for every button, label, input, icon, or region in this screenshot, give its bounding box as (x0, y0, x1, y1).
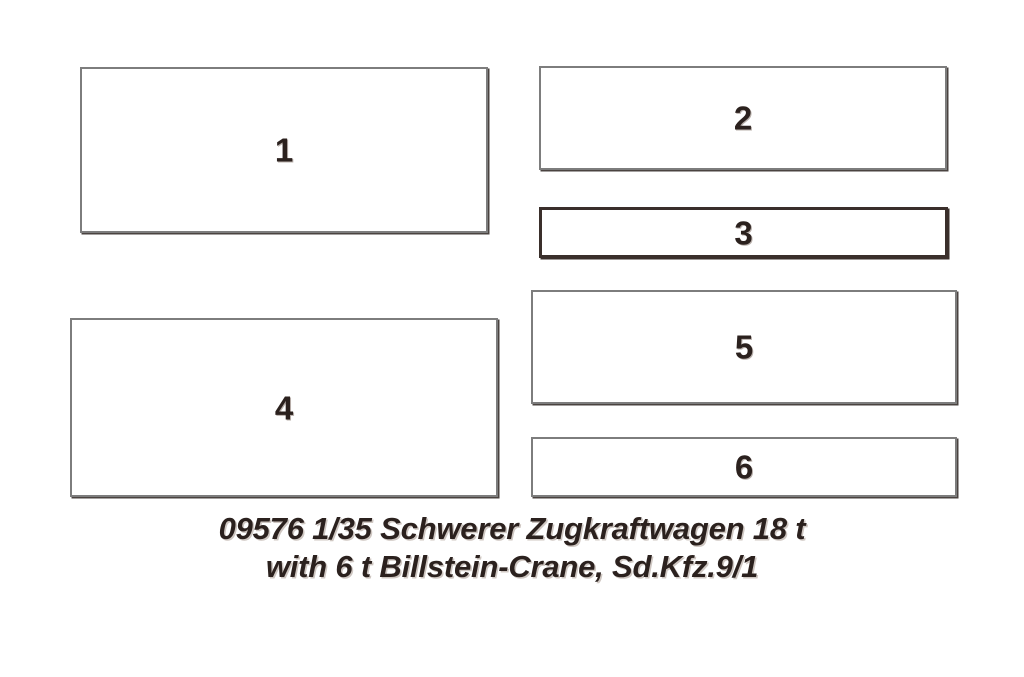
image-panel-4[interactable]: 4 (70, 318, 498, 497)
panel-number-label: 5 (734, 328, 754, 366)
image-panel-3[interactable]: 3 (539, 207, 948, 258)
panel-number-label: 6 (734, 448, 754, 486)
image-panel-5[interactable]: 5 (531, 290, 957, 404)
image-panel-1[interactable]: 1 (80, 67, 488, 233)
panel-number-label: 1 (274, 131, 294, 169)
caption-line-1: 09576 1/35 Schwerer Zugkraftwagen 18 t (218, 511, 806, 546)
panel-number-label: 2 (733, 99, 753, 137)
caption-line-2: with 6 t Billstein-Crane, Sd.Kfz.9/1 (265, 549, 759, 584)
image-panel-6[interactable]: 6 (531, 437, 957, 497)
panel-number-label: 3 (734, 214, 753, 251)
image-panel-2[interactable]: 2 (539, 66, 947, 170)
panel-number-label: 4 (274, 389, 294, 426)
kit-caption: 09576 1/35 Schwerer Zugkraftwagen 18 t w… (0, 510, 1024, 586)
